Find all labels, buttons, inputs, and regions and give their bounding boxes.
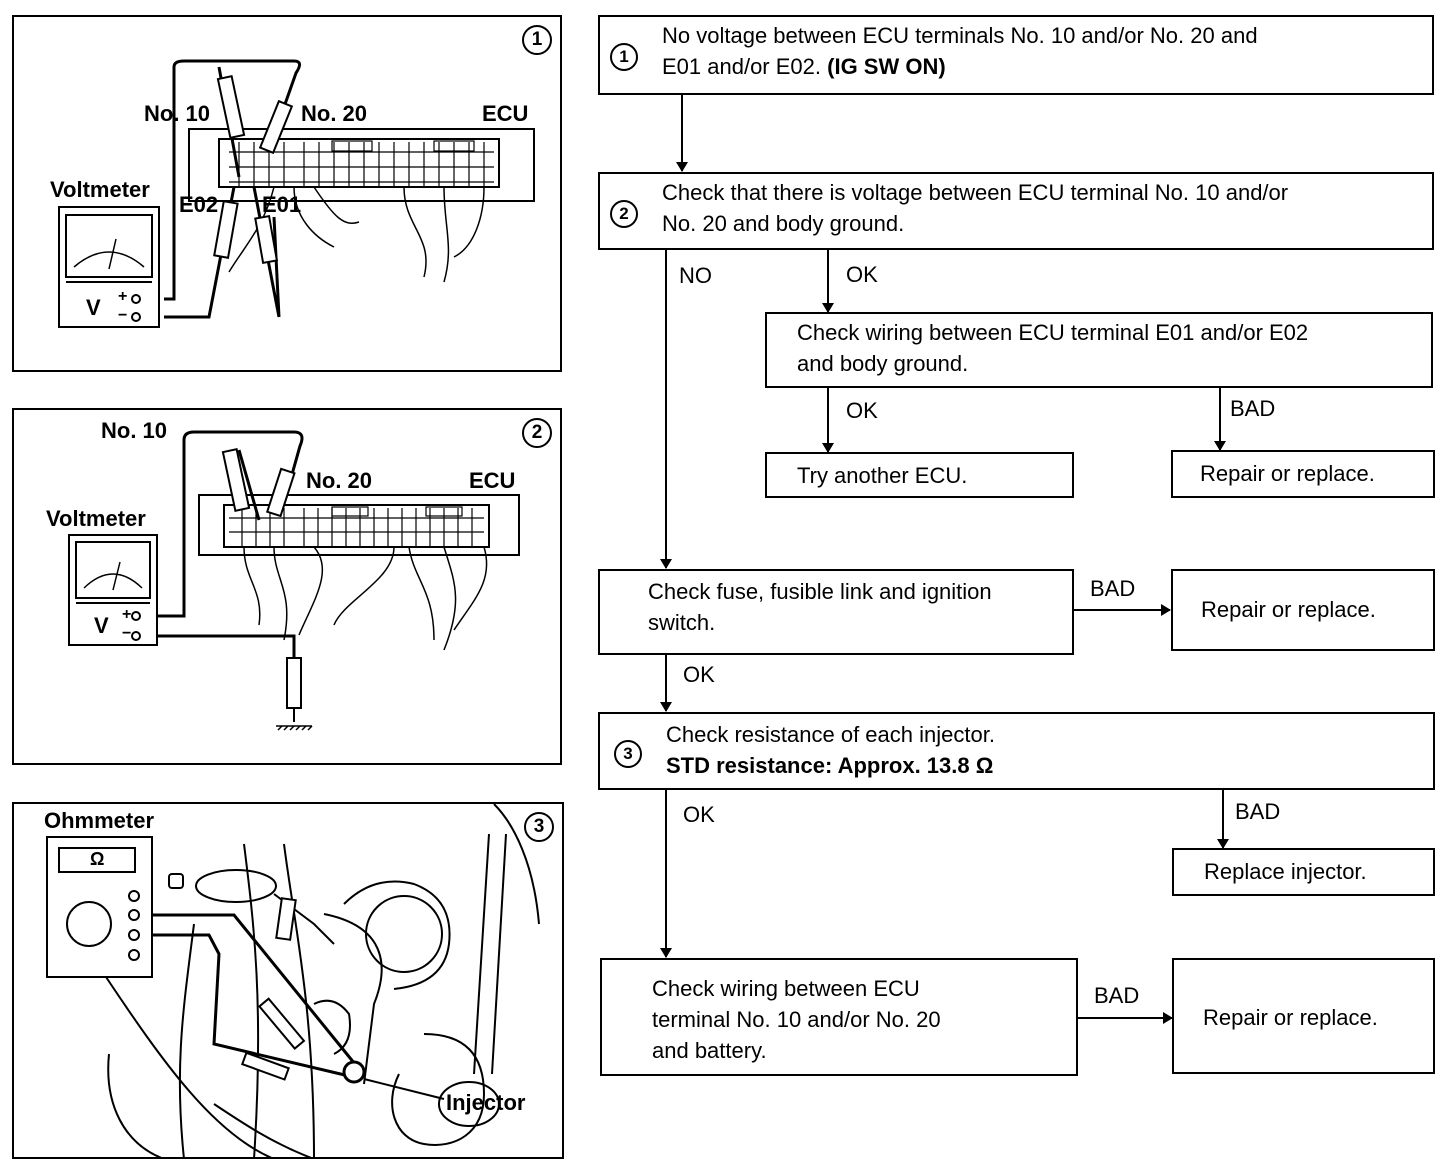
panel-number-badge: 3	[524, 812, 554, 842]
label-step3-bad: BAD	[1235, 799, 1281, 824]
step1-line1: No voltage between ECU terminals No. 10 …	[662, 23, 1258, 48]
repair-text-3: Repair or replace.	[1203, 1005, 1378, 1030]
label-v: V	[86, 295, 101, 320]
ecu-connector	[223, 504, 490, 548]
try-another-ecu-text: Try another ECU.	[797, 463, 968, 488]
replace-injector-text: Replace injector.	[1204, 859, 1367, 884]
step1-text: No voltage between ECU terminals No. 10 …	[662, 21, 1258, 83]
replace-injector-box: Replace injector.	[1172, 848, 1435, 896]
label-minus: −	[122, 625, 132, 642]
step3-text: Check resistance of each injector. STD r…	[666, 720, 995, 782]
label-ohmmeter: Ohmmeter	[44, 808, 155, 833]
label-fuse-ok: OK	[683, 662, 715, 687]
step1-line2-text: E01 and/or E02.	[662, 53, 828, 79]
label-ecu: ECU	[482, 101, 529, 126]
label-no20: No. 20	[306, 468, 373, 493]
label-omega: Ω	[90, 849, 105, 869]
ecu-ground-illustration	[68, 430, 520, 731]
repair-text-1: Repair or replace.	[1200, 461, 1375, 486]
step2-text: Check that there is voltage between ECU …	[662, 178, 1288, 240]
repair-box-1: Repair or replace.	[1171, 450, 1435, 498]
repair-text-2: Repair or replace.	[1201, 597, 1376, 622]
step1-line2: E01 and/or E02. (IG SW ON)	[662, 52, 1258, 83]
panel-number: 2	[531, 422, 543, 443]
step1-number-badge: 1	[610, 43, 638, 71]
label-ground-bad: BAD	[1230, 396, 1276, 421]
label-no10: No. 10	[144, 101, 211, 126]
repair-box-3: Repair or replace.	[1172, 958, 1435, 1074]
label-ground-ok: OK	[846, 398, 878, 423]
step-number: 2	[619, 204, 629, 224]
step-number: 3	[623, 744, 633, 764]
battery-check-box: Check wiring between ECU terminal No. 10…	[600, 958, 1078, 1076]
step2-box: 2 Check that there is voltage between EC…	[598, 172, 1434, 250]
label-no20: No. 20	[301, 101, 368, 126]
label-e02: E02	[179, 192, 219, 217]
try-another-ecu-box: Try another ECU.	[765, 452, 1074, 498]
label-v: V	[94, 613, 109, 638]
ground-check-line2: and body ground.	[797, 350, 969, 376]
fuse-check-line1: Check fuse, fusible link and ignition	[648, 579, 992, 604]
label-plus: +	[122, 606, 132, 623]
label-step2-ok: OK	[846, 262, 878, 287]
ecu-connector	[218, 138, 500, 188]
fuse-check-text: Check fuse, fusible link and ignition sw…	[648, 577, 992, 639]
panel-number-badge: 2	[522, 418, 552, 448]
fuse-check-line2: switch.	[648, 609, 716, 635]
label-plus: +	[118, 288, 128, 305]
step3-line1: Check resistance of each injector.	[666, 722, 995, 747]
battery-check-line2: terminal No. 10 and/or No. 20	[652, 1006, 941, 1032]
panel-number-badge: 1	[522, 25, 552, 55]
label-injector: Injector	[446, 1090, 526, 1115]
injector-connector	[342, 1060, 366, 1084]
label-no10: No. 10	[101, 418, 168, 443]
panel-number: 1	[531, 29, 543, 50]
step3-box: 3 Check resistance of each injector. STD…	[598, 712, 1435, 790]
step3-std-resistance: STD resistance: Approx. 13.8 Ω	[666, 751, 995, 782]
repair-box-2: Repair or replace.	[1171, 569, 1435, 651]
label-battery-bad: BAD	[1094, 983, 1140, 1008]
battery-check-text: Check wiring between ECU terminal No. 10…	[652, 974, 941, 1066]
label-fuse-bad: BAD	[1090, 576, 1136, 601]
ground-check-box: Check wiring between ECU terminal E01 an…	[765, 312, 1433, 388]
label-step3-ok: OK	[683, 802, 715, 827]
label-ecu: ECU	[469, 468, 516, 493]
panel-ohmmeter-injector: 3 Ohmmeter Ω Injector	[12, 802, 564, 1159]
ground-check-text: Check wiring between ECU terminal E01 an…	[797, 318, 1308, 380]
label-step2-no: NO	[679, 263, 712, 288]
step1-ig-sw-on: (IG SW ON)	[827, 53, 946, 79]
label-minus: −	[118, 307, 128, 324]
panel-voltmeter-e01-e02: 1 No. 10 No. 20 ECU Voltmeter E02 E01 V …	[12, 15, 562, 372]
label-voltmeter: Voltmeter	[46, 506, 146, 531]
ecu-voltmeter-illustration	[58, 59, 535, 328]
ground-check-line1: Check wiring between ECU terminal E01 an…	[797, 320, 1309, 345]
fuse-check-box: Check fuse, fusible link and ignition sw…	[598, 569, 1074, 655]
battery-check-line3: and battery.	[652, 1037, 767, 1063]
ecu-unit	[198, 494, 520, 556]
injector-ohmmeter-illustration	[46, 804, 540, 1157]
panel-number: 3	[533, 816, 545, 837]
step1-box: 1 No voltage between ECU terminals No. 1…	[598, 15, 1434, 95]
step2-line1: Check that there is voltage between ECU …	[662, 180, 1289, 205]
step3-line2: STD resistance: Approx. 13.8 Ω	[666, 752, 994, 778]
step-number: 1	[619, 47, 629, 67]
label-voltmeter: Voltmeter	[50, 177, 150, 202]
panel-voltmeter-body-ground: 2 No. 10 No. 20 ECU Voltmeter V + −	[12, 408, 562, 765]
step3-number-badge: 3	[614, 740, 642, 768]
label-e01: E01	[262, 192, 302, 217]
battery-check-line1: Check wiring between ECU	[652, 976, 920, 1001]
ecu-unit	[188, 128, 535, 202]
step2-number-badge: 2	[610, 200, 638, 228]
step2-line2: No. 20 and body ground.	[662, 210, 905, 236]
